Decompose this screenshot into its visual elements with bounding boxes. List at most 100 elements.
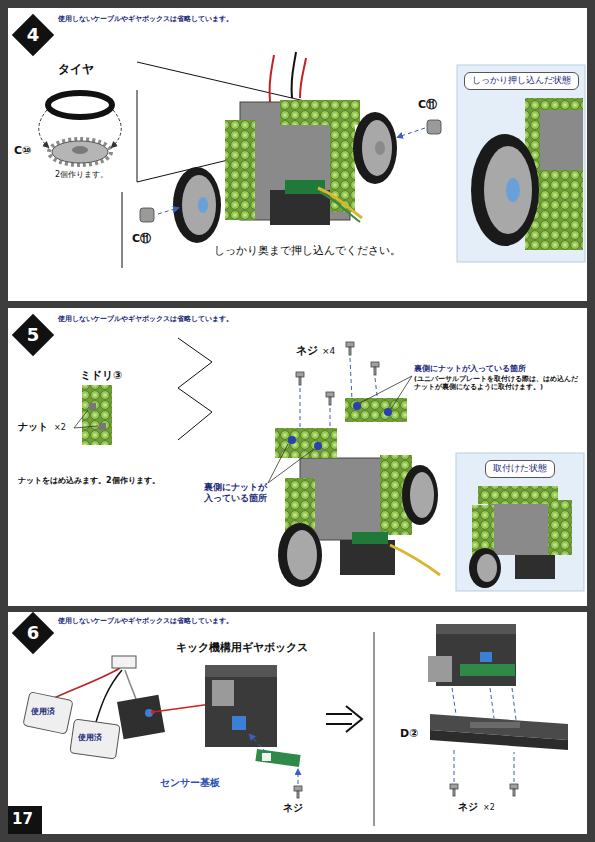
- detail-panel: [457, 65, 585, 262]
- sensor-board: [255, 749, 300, 767]
- wheel-hub-c10: [72, 146, 88, 154]
- part-name: ナット: [18, 421, 48, 433]
- robot-chassis: [278, 523, 322, 587]
- sensor-board: [262, 753, 271, 761]
- part-name: ネジ: [283, 802, 303, 814]
- fit-arrow: [39, 110, 48, 147]
- robot-chassis: [300, 58, 306, 98]
- tire: [48, 93, 112, 117]
- screw: [453, 789, 455, 796]
- nut-marker: [288, 402, 392, 450]
- assembly-guide: [250, 735, 298, 784]
- robot-chassis: [270, 190, 330, 225]
- note: (ユニバーサルプレートを取付ける際は、はめ込んだナットが裏側になるように取付けま…: [414, 376, 582, 392]
- screw: [294, 786, 302, 791]
- guide-line: [454, 748, 455, 782]
- part-name: タイヤ: [58, 62, 94, 76]
- zoom-lines: [178, 338, 212, 440]
- leader-line: [74, 410, 98, 428]
- screw: [296, 342, 379, 405]
- divider: [374, 632, 375, 826]
- kick-gearbox: [205, 665, 277, 747]
- assembled-gearbox: [460, 664, 515, 676]
- screw-guide: [350, 358, 352, 400]
- then-arrow: [326, 706, 362, 732]
- callout-number: D②: [400, 727, 418, 740]
- part-name: センサー基板: [160, 777, 220, 789]
- screw: [346, 342, 354, 347]
- screw: [510, 784, 518, 789]
- leader-line: [391, 376, 412, 409]
- correspondence-line: [151, 710, 155, 714]
- robot-chassis: [340, 540, 395, 575]
- detail-panel: [471, 134, 539, 246]
- leader-line: [74, 426, 98, 428]
- screw: [450, 784, 458, 789]
- used-gearbox: [23, 656, 165, 759]
- step-number: 6: [21, 622, 45, 644]
- instruction: ナットをはめ込みます。2個作ります。: [18, 476, 160, 486]
- insert-guide: [158, 208, 178, 214]
- leader-line: [268, 376, 412, 483]
- screw: [294, 786, 302, 798]
- callout-number: C⑩: [14, 144, 31, 157]
- divider: [374, 632, 375, 826]
- part-name: ネジ: [296, 344, 318, 357]
- page-number: 17: [12, 810, 33, 828]
- detail-panel: [548, 500, 572, 555]
- part-name: ミドリ③: [80, 369, 122, 382]
- robot-chassis: [410, 472, 434, 518]
- instruction: しっかり奥まで押し込んでください。: [214, 244, 401, 257]
- detail-panel: [456, 453, 584, 591]
- cap-c11: [140, 208, 154, 222]
- assembly-guide: [250, 735, 266, 752]
- sensor-board: [255, 749, 300, 767]
- robot-chassis: [275, 398, 440, 587]
- note: 使用しないケーブルやギヤボックスは省略しています。: [58, 617, 233, 625]
- wheel: [198, 197, 208, 213]
- guide-line: [514, 752, 515, 782]
- state-label-box: しっかり押し込んだ状態: [464, 72, 579, 90]
- assembled-gearbox: [480, 652, 492, 662]
- guide-line: [512, 688, 516, 720]
- green-plate: [82, 385, 112, 445]
- robot-chassis: [402, 465, 438, 525]
- insert-guide: [398, 128, 425, 137]
- state-label: 取付けた状態: [493, 463, 547, 475]
- leader-line: [268, 444, 288, 483]
- wheel-hub-c10: [52, 141, 108, 163]
- screw: [374, 367, 376, 375]
- screw: [299, 377, 301, 385]
- robot-chassis: [318, 188, 362, 218]
- detail-panel: [478, 486, 558, 504]
- part-name: ネジ: [458, 801, 478, 813]
- nut-marker: [384, 408, 392, 416]
- state-label: しっかり押し込んだ状態: [472, 75, 571, 87]
- note: 2個作ります。: [55, 170, 108, 180]
- plate-d2: [470, 722, 520, 728]
- screw: [349, 347, 351, 355]
- quantity: ×2: [483, 803, 495, 813]
- assembled-gearbox: [428, 656, 452, 682]
- zoom-lines: [122, 192, 123, 268]
- detail-panel: [488, 500, 548, 555]
- wheel: [182, 175, 216, 235]
- robot-chassis: [225, 52, 362, 225]
- screw: [326, 392, 334, 397]
- green-plate: [99, 423, 106, 430]
- wheel-hub-c10: [49, 139, 111, 165]
- used-gearbox: [23, 692, 73, 734]
- then-arrow: [326, 713, 352, 715]
- robot-chassis: [390, 545, 440, 575]
- fit-arrow: [39, 110, 122, 147]
- detail-panel: [457, 65, 585, 262]
- wheel: [353, 112, 397, 184]
- detail-panel: [515, 555, 555, 579]
- leader-line: [268, 449, 314, 483]
- guide-line: [490, 688, 494, 718]
- assembled-gearbox: [428, 624, 516, 686]
- used-gearbox: [95, 670, 122, 725]
- used-gearbox: [70, 719, 120, 759]
